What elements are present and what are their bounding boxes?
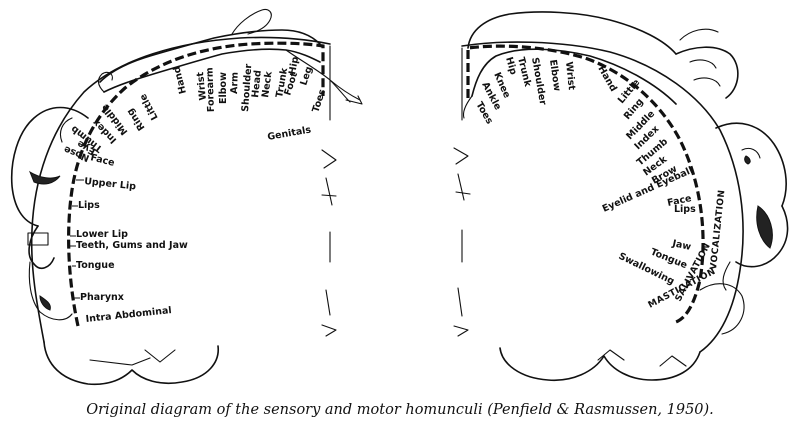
motor-label-elbow: Elbow [547,59,562,92]
sensory-label-intra-abdominal: Intra Abdominal [85,305,172,325]
sensory-homunculus-figure-icon [10,8,363,321]
sensory-label-leg: Leg [298,65,314,87]
sensory-label-forearm: Forearm [204,67,217,112]
motor-label-face: Face [666,193,692,209]
motor-cortex-section: Toes Ankle Knee Hip Trunk Shoulder Elbow… [453,11,789,382]
sensory-label-tongue: Tongue [76,260,115,271]
motor-label-jaw: Jaw [670,238,692,253]
figure-caption: Original diagram of the sensory and moto… [86,402,714,418]
motor-homunculus-figure-icon [462,11,789,335]
sensory-label-elbow: Elbow [218,72,229,104]
sensory-label-toes: Toes [310,88,328,114]
sensory-label-lips: Lips [78,200,100,211]
sensory-labels: Toes Genitals Foot Leg Hip Trunk Neck He… [62,56,328,325]
motor-label-vocalization: VOCALIZATION [709,189,727,270]
motor-label-lips-visible: Lips [674,204,696,215]
motor-label-hip: Hip [503,56,519,77]
sensory-label-lower-lip: Lower Lip [76,229,128,240]
motor-label-hand: Hand [595,64,618,94]
sensory-label-face: Face [89,152,115,169]
sensory-label-pharynx: Pharynx [80,292,124,303]
sensory-label-trunk: Trunk [274,66,290,98]
sensory-label-neck: Neck [260,70,275,98]
motor-label-wrist: Wrist [563,61,577,91]
sensory-label-shoulder: Shoulder [240,63,254,112]
sensory-label-upper-lip: Upper Lip [84,176,137,192]
sensory-label-teeth-gums-jaw: Teeth, Gums and Jaw [76,240,188,251]
sensory-label-wrist: Wrist [195,71,209,101]
sensory-cortex-section: Toes Genitals Foot Leg Hip Trunk Neck He… [10,8,363,386]
sensory-label-genitals: Genitals [267,124,313,143]
sensory-label-hand: Hand [171,65,188,95]
sensory-label-arm: Arm [229,72,241,94]
sensory-label-hip: Hip [287,56,301,76]
sensory-label-head: Head [250,70,264,99]
